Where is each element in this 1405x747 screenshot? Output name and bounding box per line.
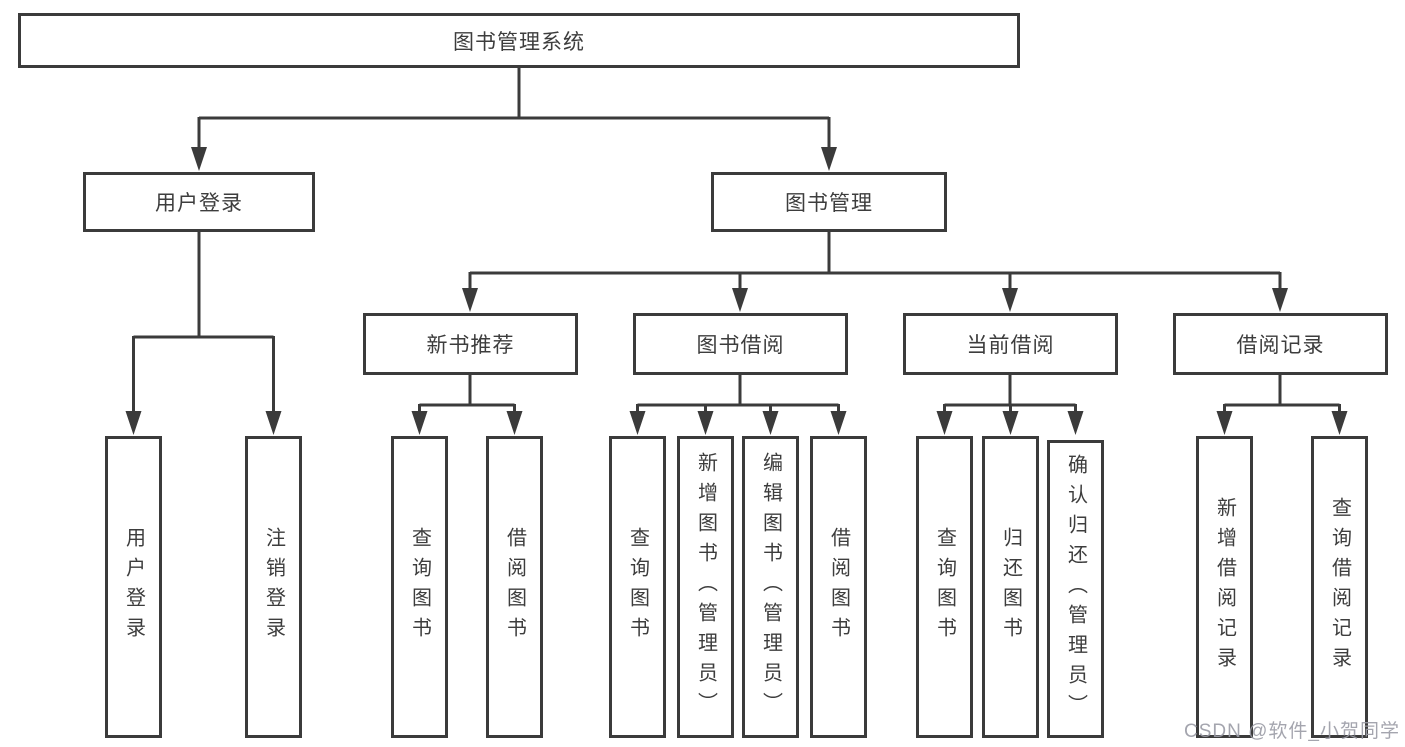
node-library-system-label: 图书管理系统: [453, 30, 585, 54]
leaf-confirm-return-admin-label: 确认归还（管理员）: [1064, 454, 1087, 724]
leaf-query-books-borrowing: 查询图书: [609, 436, 666, 738]
leaf-add-books-admin: 新增图书（管理员）: [677, 436, 734, 738]
leaf-add-borrow-record-label: 新增借阅记录: [1213, 497, 1236, 677]
node-book-borrowing-label: 图书借阅: [696, 334, 785, 357]
leaf-borrow-books-borrowing: 借阅图书: [810, 436, 867, 738]
node-current-borrowing-label: 当前借阅: [966, 334, 1055, 357]
leaf-borrow-books-borrowing-label: 借阅图书: [827, 527, 850, 647]
node-borrowing-records-label: 借阅记录: [1236, 334, 1325, 357]
leaf-confirm-return-admin: 确认归还（管理员）: [1047, 440, 1104, 738]
node-user-login: 用户登录: [83, 172, 315, 232]
node-current-borrowing: 当前借阅: [903, 313, 1118, 375]
leaf-edit-books-admin-label: 编辑图书（管理员）: [759, 452, 782, 722]
leaf-user-login-label: 用户登录: [122, 527, 145, 647]
leaf-query-books-current-label: 查询图书: [933, 527, 956, 647]
leaf-borrow-books-recommend: 借阅图书: [486, 436, 543, 738]
leaf-query-books-recommend-label: 查询图书: [408, 527, 431, 647]
leaf-edit-books-admin: 编辑图书（管理员）: [742, 436, 799, 738]
node-book-management: 图书管理: [711, 172, 947, 232]
node-borrowing-records: 借阅记录: [1173, 313, 1388, 375]
leaf-borrow-books-recommend-label: 借阅图书: [503, 527, 526, 647]
leaf-query-books-current: 查询图书: [916, 436, 973, 738]
node-book-management-label: 图书管理: [785, 192, 873, 215]
csdn-watermark: CSDN @软件_小贺同学: [1184, 721, 1400, 742]
leaf-return-books-label: 归还图书: [999, 527, 1022, 647]
leaf-logout-label: 注销登录: [262, 527, 285, 647]
leaf-add-books-admin-label: 新增图书（管理员）: [694, 452, 717, 722]
leaf-add-borrow-record: 新增借阅记录: [1196, 436, 1253, 738]
leaf-query-borrow-record: 查询借阅记录: [1311, 436, 1368, 738]
node-book-borrowing: 图书借阅: [633, 313, 848, 375]
node-user-login-label: 用户登录: [155, 192, 243, 215]
leaf-logout: 注销登录: [245, 436, 302, 738]
node-library-system: 图书管理系统: [18, 13, 1020, 68]
leaf-query-borrow-record-label: 查询借阅记录: [1328, 497, 1351, 677]
leaf-user-login: 用户登录: [105, 436, 162, 738]
leaf-return-books: 归还图书: [982, 436, 1039, 738]
node-new-book-recommend-label: 新书推荐: [426, 334, 515, 357]
node-new-book-recommend: 新书推荐: [363, 313, 578, 375]
leaf-query-books-borrowing-label: 查询图书: [626, 527, 649, 647]
leaf-query-books-recommend: 查询图书: [391, 436, 448, 738]
